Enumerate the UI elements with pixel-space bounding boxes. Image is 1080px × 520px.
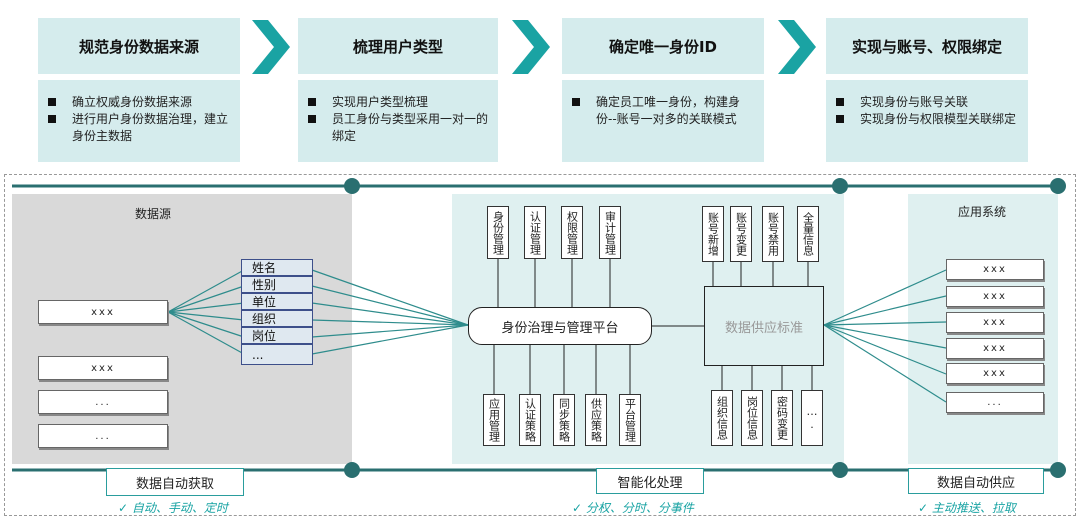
step-title: 规范身份数据来源 xyxy=(38,18,240,74)
platform-module: 认证管理 xyxy=(524,206,546,259)
bullet-item: 确立权威身份数据来源 xyxy=(48,94,232,111)
field-item: 单位 xyxy=(241,293,313,310)
bullet-item: 实现身份与权限模型关联绑定 xyxy=(836,111,1020,128)
step-body: 确定员工唯一身份，构建身份--账号一对多的关联模式 xyxy=(562,80,764,162)
field-item: 岗位 xyxy=(241,327,313,344)
app-title: 应用系统 xyxy=(958,205,1007,219)
standard-box: 数据供应标准 xyxy=(704,286,824,366)
step-title: 梳理用户类型 xyxy=(298,18,498,74)
standard-module: 组织信息 xyxy=(711,390,733,446)
platform-module: 权限管理 xyxy=(561,206,583,259)
stage-note: ✓ 分权、分时、分事件 xyxy=(572,501,694,515)
bullet-item: 实现身份与账号关联 xyxy=(836,94,1020,111)
app-item: xxx xyxy=(946,312,1044,333)
standard-module: 岗位信息 xyxy=(741,390,763,446)
step-body: 实现身份与账号关联 实现身份与权限模型关联绑定 xyxy=(826,80,1028,162)
platform-module: 供应策略 xyxy=(585,394,607,446)
platform-module: 认证策略 xyxy=(519,394,541,446)
app-item: xxx xyxy=(946,338,1044,359)
platform-module: 审计管理 xyxy=(599,206,621,259)
platform-module: 平台管理 xyxy=(619,394,641,446)
standard-module: 密码变更 xyxy=(771,390,793,446)
stage-label: 数据自动供应 xyxy=(908,468,1044,494)
step-title: 实现与账号、权限绑定 xyxy=(826,18,1028,74)
platform-module: 应用管理 xyxy=(483,394,505,446)
main-frame xyxy=(4,174,1076,516)
chevron-right-icon xyxy=(512,20,552,74)
source-item: xxx xyxy=(38,300,168,324)
source-item: ... xyxy=(38,424,168,448)
standard-module: 全量信息 xyxy=(797,206,819,262)
source-title: 数据源 xyxy=(135,207,172,221)
platform-box: 身份治理与管理平台 xyxy=(468,307,652,345)
source-item: ... xyxy=(38,390,168,414)
field-item: 性别 xyxy=(241,276,313,293)
standard-module: …. xyxy=(801,390,823,446)
stage-label: 智能化处理 xyxy=(596,468,704,494)
source-item: xxx xyxy=(38,356,168,380)
stage-label: 数据自动获取 xyxy=(106,468,244,496)
stage-note: ✓ 自动、手动、定时 xyxy=(118,501,228,515)
app-item: ... xyxy=(946,392,1044,413)
chevron-right-icon xyxy=(778,20,818,74)
field-item: 姓名 xyxy=(241,259,313,276)
bullet-item: 实现用户类型梳理 xyxy=(308,94,490,111)
standard-module: 账号新增 xyxy=(702,206,724,262)
bullet-item: 员工身份与类型采用一对一的绑定 xyxy=(308,111,490,145)
bullet-item: 进行用户身份数据治理，建立身份主数据 xyxy=(48,111,232,145)
platform-module: 身份管理 xyxy=(487,206,509,259)
app-item: xxx xyxy=(946,363,1044,384)
field-item: 组织 xyxy=(241,310,313,327)
app-item: xxx xyxy=(946,259,1044,280)
stage-note: ✓ 主动推送、拉取 xyxy=(918,501,1016,515)
bullet-item: 确定员工唯一身份，构建身份--账号一对多的关联模式 xyxy=(572,94,756,128)
platform-module: 同步策略 xyxy=(553,394,575,446)
step-body: 实现用户类型梳理 员工身份与类型采用一对一的绑定 xyxy=(298,80,498,162)
step-body: 确立权威身份数据来源 进行用户身份数据治理，建立身份主数据 xyxy=(38,80,240,162)
chevron-right-icon xyxy=(252,20,292,74)
step-title: 确定唯一身份ID xyxy=(562,18,764,74)
standard-module: 账号变更 xyxy=(730,206,752,262)
app-item: xxx xyxy=(946,286,1044,307)
standard-module: 账号禁用 xyxy=(762,206,784,262)
field-item: ... xyxy=(241,344,313,365)
